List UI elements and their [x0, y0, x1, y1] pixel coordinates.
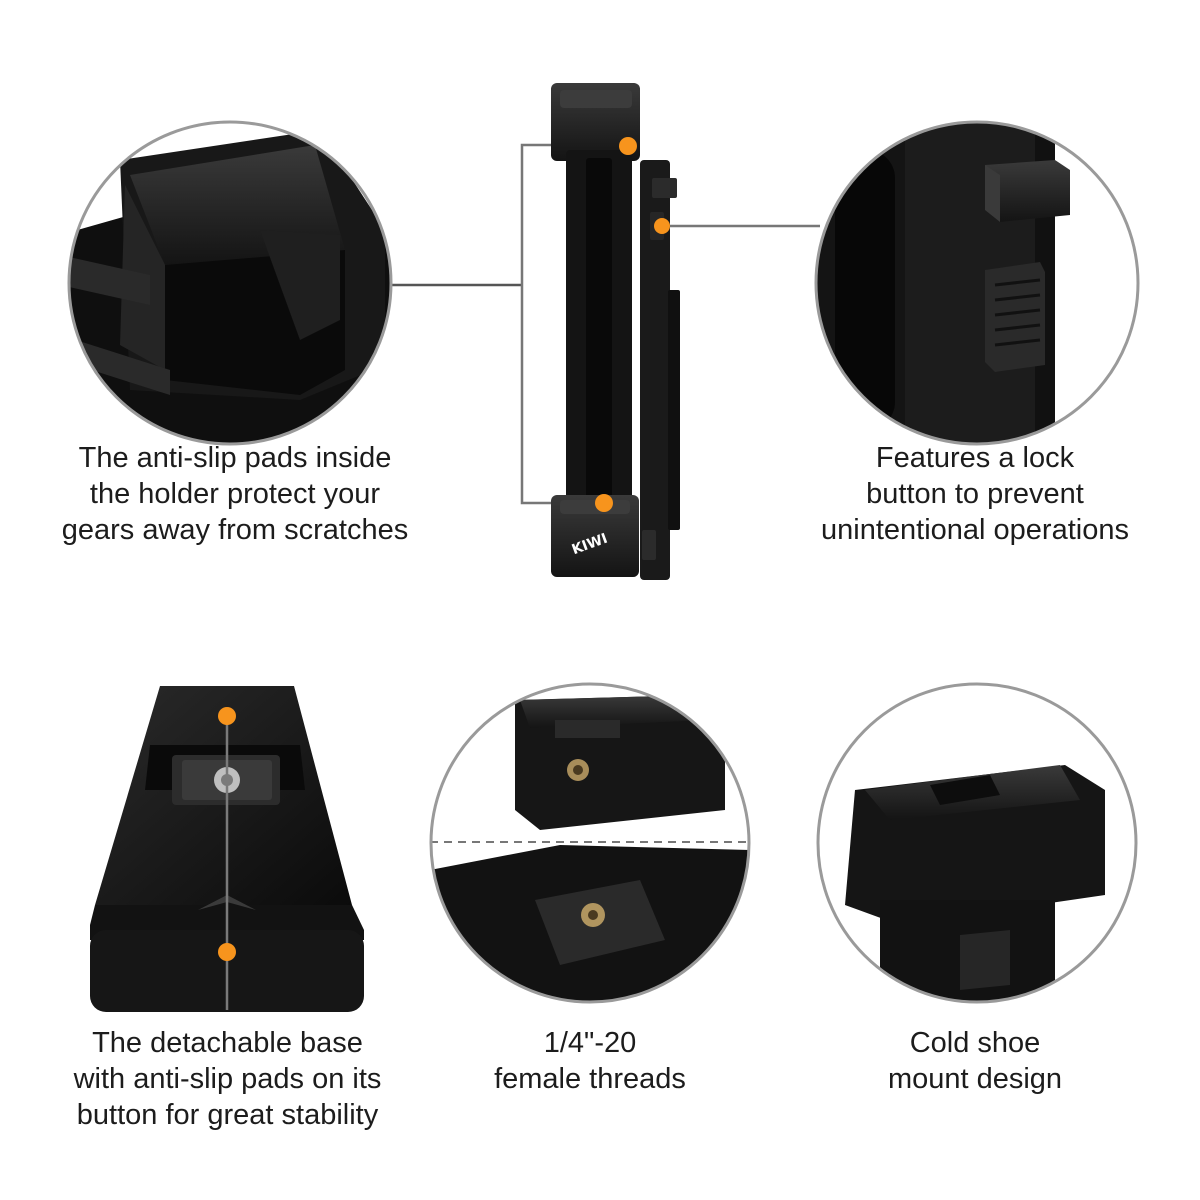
caption-line: 1/4"-20	[543, 1027, 637, 1059]
caption-threads: 1/4"-20 female threads	[460, 1025, 720, 1097]
caption-detachable-base: The detachable base with anti-slip pads …	[30, 1025, 425, 1133]
detachable-base-closeup	[90, 686, 364, 1012]
callout-dot	[218, 707, 236, 725]
caption-line: Features a lock	[875, 442, 1075, 474]
caption-cold-shoe: Cold shoe mount design	[830, 1025, 1120, 1097]
caption-anti-slip: The anti-slip pads inside the holder pro…	[30, 440, 440, 548]
lock-button-closeup	[814, 120, 1140, 446]
caption-line: The detachable base	[92, 1027, 363, 1059]
caption-lock-button: Features a lock button to prevent uninte…	[790, 440, 1160, 548]
caption-line: Cold shoe	[909, 1027, 1041, 1059]
caption-line: unintentional operations	[821, 514, 1129, 546]
caption-line: The anti-slip pads inside	[78, 442, 392, 474]
caption-line: the holder protect your	[89, 478, 381, 510]
cold-shoe-closeup	[816, 682, 1138, 1004]
caption-line: gears away from scratches	[61, 514, 409, 546]
caption-line: mount design	[887, 1063, 1063, 1095]
caption-line: button for great stability	[76, 1099, 379, 1131]
phone-holder-product: KIWI	[551, 83, 680, 580]
caption-line: female threads	[494, 1063, 686, 1095]
caption-line: with anti-slip pads on its	[73, 1063, 382, 1095]
callout-dot	[218, 943, 236, 961]
caption-line: button to prevent	[866, 478, 1084, 510]
female-thread-closeup	[429, 682, 751, 1004]
anti-slip-pad-closeup	[67, 120, 393, 446]
callout-dot	[619, 137, 637, 155]
callout-dot	[595, 494, 613, 512]
callout-dot	[654, 218, 670, 234]
